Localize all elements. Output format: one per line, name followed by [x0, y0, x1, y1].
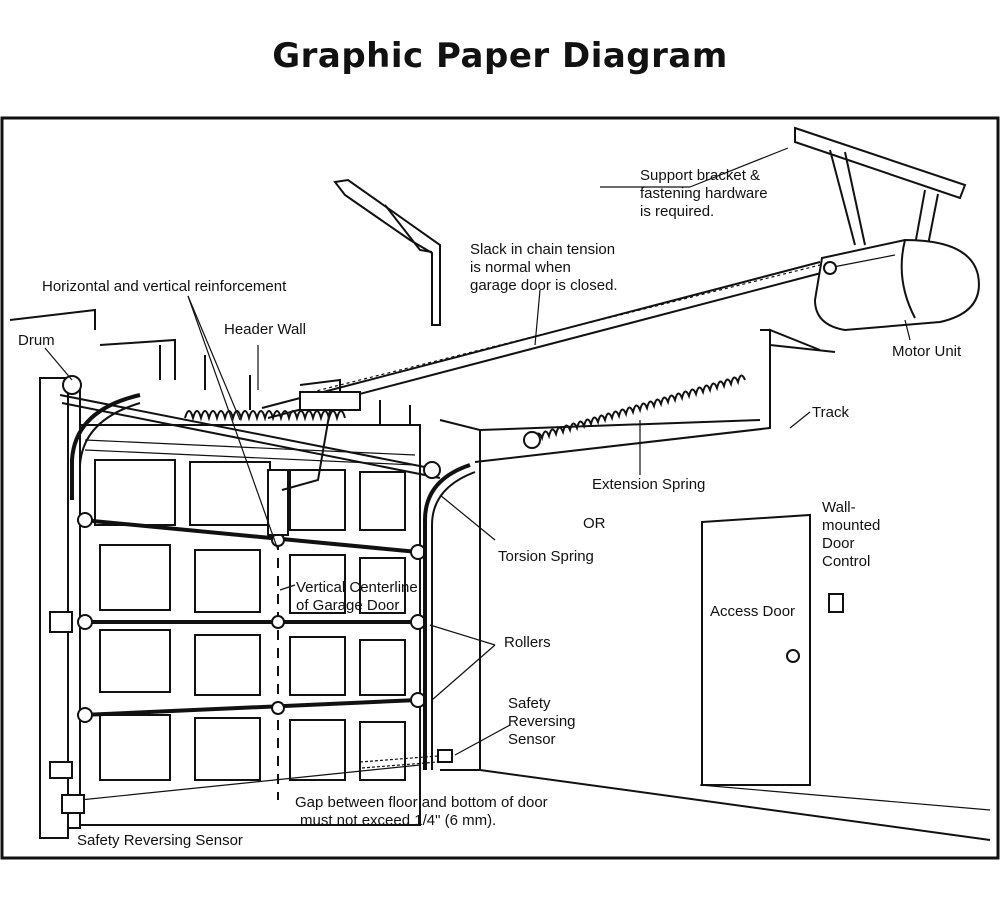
label-slack-2: is normal when: [470, 259, 571, 276]
label-centerline-2: of Garage Door: [296, 597, 399, 614]
rollers: [77, 512, 426, 723]
support-bracket: [794, 126, 967, 246]
extension-spring-track: [474, 328, 836, 463]
leader-lines: [44, 147, 911, 756]
label-wall-control-3: Door: [822, 535, 855, 552]
label-header-wall: Header Wall: [224, 321, 306, 338]
label-safety-sensor-right-1: Safety: [508, 695, 551, 712]
label-access-door: Access Door: [710, 603, 795, 620]
motor-unit: [813, 238, 980, 332]
diagram-frame: [0, 116, 1000, 860]
label-wall-control-2: mounted: [822, 517, 880, 534]
garage-door: [79, 424, 421, 826]
label-drum: Drum: [18, 332, 55, 349]
label-track: Track: [812, 404, 849, 421]
reinforcement-bracket: [267, 469, 289, 536]
safety-sensors: [61, 749, 453, 814]
label-slack-3: garage door is closed.: [470, 277, 618, 294]
label-gap-2: must not exceed 1/4" (6 mm).: [300, 812, 496, 829]
label-gap-1: Gap between floor and bottom of door: [295, 794, 548, 811]
labels: Support bracket & fastening hardware is …: [18, 167, 962, 849]
label-motor-unit: Motor Unit: [892, 343, 962, 360]
label-safety-sensor-left: Safety Reversing Sensor: [77, 832, 243, 849]
diagram-title: Graphic Paper Diagram: [272, 36, 728, 76]
label-reinforcement: Horizontal and vertical reinforcement: [42, 278, 287, 295]
label-or: OR: [583, 515, 606, 532]
label-safety-sensor-right-2: Reversing: [508, 713, 576, 730]
label-extension-spring: Extension Spring: [592, 476, 705, 493]
opener-rail: [261, 261, 826, 491]
label-wall-control-4: Control: [822, 553, 870, 570]
label-safety-sensor-right-3: Sensor: [508, 731, 556, 748]
label-centerline-1: Vertical Centerline: [296, 579, 418, 596]
left-door-jamb: [39, 377, 81, 839]
label-wall-control-1: Wall-: [822, 499, 856, 516]
label-torsion-spring: Torsion Spring: [498, 548, 594, 565]
torsion-spring: [59, 375, 441, 479]
door-knob: [786, 649, 800, 663]
label-support-bracket-3: is required.: [640, 203, 714, 220]
ceiling-bracket-left: [333, 178, 441, 326]
label-rollers: Rollers: [504, 634, 551, 651]
label-support-bracket-1: Support bracket &: [640, 167, 760, 184]
label-support-bracket-2: fastening hardware: [640, 185, 768, 202]
label-slack-1: Slack in chain tension: [470, 241, 615, 258]
wall-control: [828, 593, 844, 613]
access-door: [701, 513, 811, 786]
